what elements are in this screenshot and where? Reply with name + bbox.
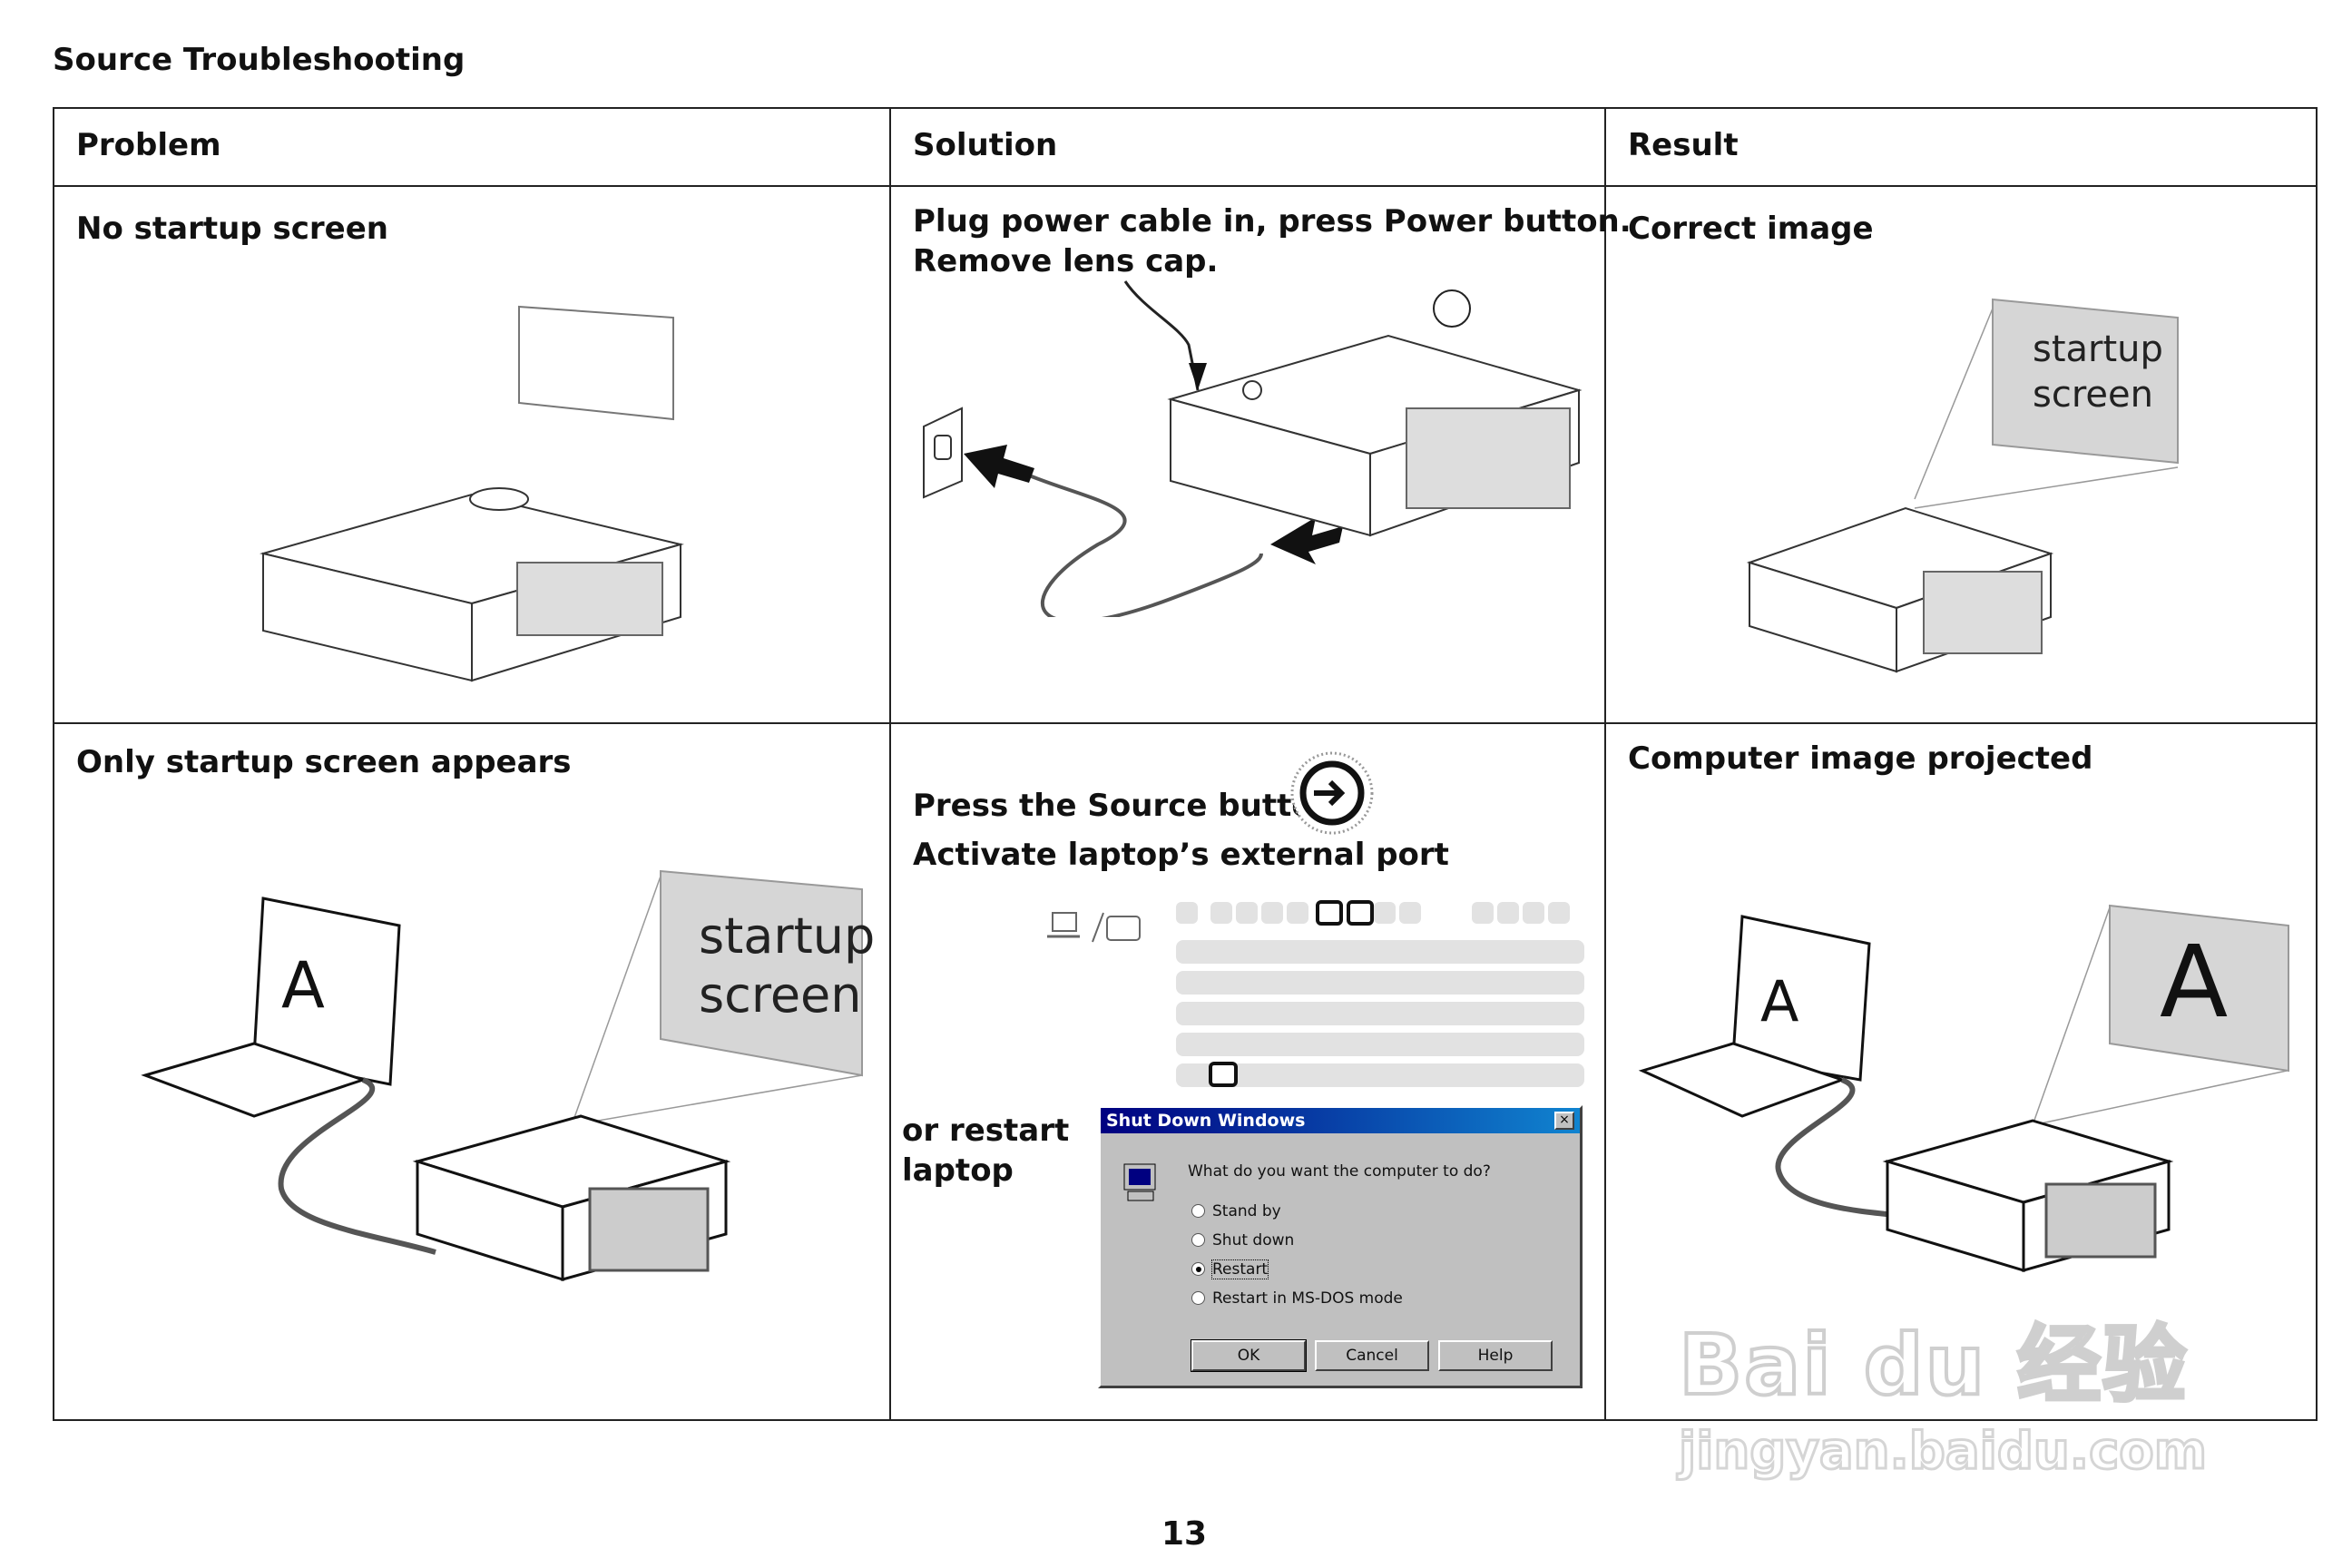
row2-result: Computer image projected [1628, 740, 2093, 777]
projector-icon [1167, 334, 1583, 537]
page-title: Source Troubleshooting [53, 42, 466, 78]
page-number: 13 [1161, 1515, 1208, 1553]
row2-solution-line2: Activate laptop’s external port [913, 837, 1449, 873]
startup-screen [1992, 298, 2179, 465]
startup-screen-label-1: startup [699, 907, 875, 965]
laptop-screen-letter: A [1760, 968, 1798, 1034]
header-problem: Problem [76, 127, 221, 163]
header-result: Result [1628, 127, 1739, 163]
watermark-url: jingyan.baidu.com [1677, 1421, 2208, 1483]
projector-no-image-figure [260, 305, 684, 682]
computer-icon [1123, 1163, 1156, 1201]
laptop-screen-letter: A [281, 948, 325, 1023]
column-divider [1604, 109, 1606, 1419]
projector-startup-figure: startup screen [1746, 298, 2179, 673]
row1-result: Correct image [1628, 211, 1874, 247]
arrow-down [1189, 363, 1207, 390]
watermark-brand: Bai du 经验 [1677, 1315, 2189, 1416]
option-stand-by[interactable]: Stand by [1191, 1202, 1281, 1220]
column-divider [889, 109, 891, 1419]
projector-icon [260, 487, 684, 682]
startup-screen-label-2: screen [2033, 374, 2153, 416]
source-button-icon [1290, 751, 1374, 835]
lens-cap-icon [1433, 289, 1471, 328]
projector-icon [412, 1114, 731, 1282]
dialog-close-button[interactable]: × [1554, 1112, 1574, 1130]
blank-screen-icon [518, 305, 674, 421]
help-button[interactable]: Help [1438, 1340, 1553, 1371]
video-cable [1775, 1077, 1906, 1219]
shutdown-dialog: Shut Down Windows × What do you want the… [1098, 1105, 1583, 1388]
projected-screen [2109, 904, 2289, 1073]
power-cable [1015, 468, 1263, 617]
keyboard-icon [1176, 900, 1584, 1087]
arrow-to-projector [1270, 517, 1343, 564]
fn-key [1316, 900, 1343, 926]
laptop-projector-startup-figure: A startup screen [141, 869, 875, 1282]
power-cable-figure [923, 280, 1583, 617]
radio-selected-icon[interactable] [1191, 1262, 1205, 1276]
row2-solution-alt: or restart laptop [902, 1112, 1070, 1189]
row1-solution-line1: Plug power cable in, press Power button. [913, 203, 1632, 240]
radio-icon[interactable] [1191, 1233, 1205, 1247]
display-toggle-icon [1047, 912, 1141, 943]
hand-pressing-icon [1123, 280, 1200, 391]
startup-screen-label-1: startup [2033, 328, 2163, 370]
row2-solution-line1: Press the Source button [913, 788, 1335, 824]
cancel-button[interactable]: Cancel [1315, 1340, 1429, 1371]
option-shut-down[interactable]: Shut down [1191, 1231, 1294, 1250]
row2-problem: Only startup screen appears [76, 744, 572, 780]
laptop-icon [141, 897, 401, 1118]
display-key [1347, 900, 1374, 926]
dialog-question: What do you want the computer to do? [1188, 1162, 1491, 1181]
row-divider [54, 722, 2316, 724]
startup-screen [660, 869, 863, 1077]
baidu-watermark: Bai du 经验 jingyan.baidu.com [1677, 1298, 2209, 1483]
laptop-projector-image-figure: A A [1638, 904, 2289, 1273]
option-restart[interactable]: Restart [1191, 1259, 1269, 1279]
radio-icon[interactable] [1191, 1291, 1205, 1305]
projected-screen-letter: A [2160, 924, 2228, 1040]
option-restart-ms-dos[interactable]: Restart in MS-DOS mode [1191, 1289, 1403, 1308]
row1-solution-line2: Remove lens cap. [913, 243, 1219, 279]
header-divider [54, 185, 2316, 187]
arrow-to-outlet [964, 445, 1034, 488]
projector-icon [1746, 506, 2054, 673]
row1-problem: No startup screen [76, 211, 388, 247]
fn-key-bottom [1209, 1062, 1238, 1087]
video-cable [278, 1077, 436, 1255]
power-outlet-icon [923, 407, 963, 499]
ok-button[interactable]: OK [1191, 1339, 1307, 1372]
projector-icon [1882, 1119, 2174, 1273]
laptop-icon [1638, 915, 1871, 1118]
dialog-title: Shut Down Windows [1101, 1108, 1580, 1133]
radio-icon[interactable] [1191, 1204, 1205, 1218]
startup-screen-label-2: screen [699, 966, 862, 1024]
troubleshooting-table: Problem Solution Result No startup scree… [53, 107, 2318, 1421]
header-solution: Solution [913, 127, 1058, 163]
